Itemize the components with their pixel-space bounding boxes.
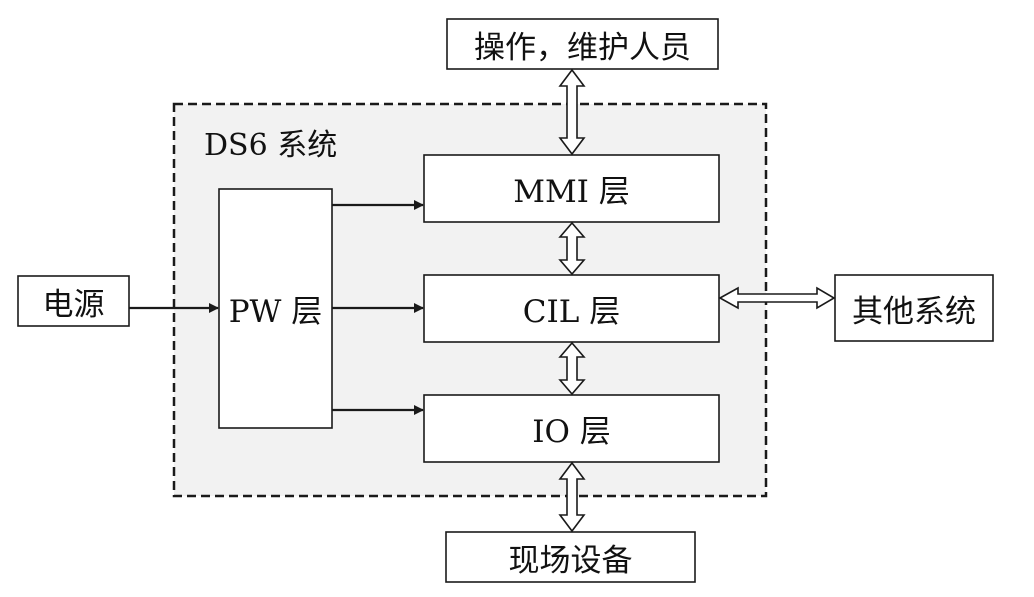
pw-layer-label: PW 层 xyxy=(228,294,323,330)
io-field-double-arrow xyxy=(558,461,586,533)
operators-label: 操作，维护人员 xyxy=(474,29,691,66)
pw-layer-box xyxy=(218,188,333,429)
power-label: 电源 xyxy=(42,286,105,323)
mmi-layer-box xyxy=(423,154,720,223)
other-systems-label: 其他系统 xyxy=(852,293,976,330)
io-layer-box xyxy=(423,394,720,463)
cil-other-double-arrow xyxy=(718,286,836,310)
mmi-cil-double-arrow xyxy=(558,221,586,276)
operators-box xyxy=(446,18,719,70)
ds6-system-label: DS6 系统 xyxy=(204,128,338,163)
mmi-layer-label: MMI 层 xyxy=(513,174,630,210)
other-systems-box xyxy=(834,274,994,342)
field-equipment-label: 现场设备 xyxy=(508,542,633,579)
field-equipment-box xyxy=(445,531,696,583)
cil-io-double-arrow xyxy=(558,341,586,396)
operators-mmi-double-arrow xyxy=(558,68,586,156)
power-box xyxy=(17,275,130,327)
io-layer-label: IO 层 xyxy=(532,414,611,450)
cil-layer-label: CIL 层 xyxy=(522,294,621,330)
cil-layer-box xyxy=(423,274,720,343)
